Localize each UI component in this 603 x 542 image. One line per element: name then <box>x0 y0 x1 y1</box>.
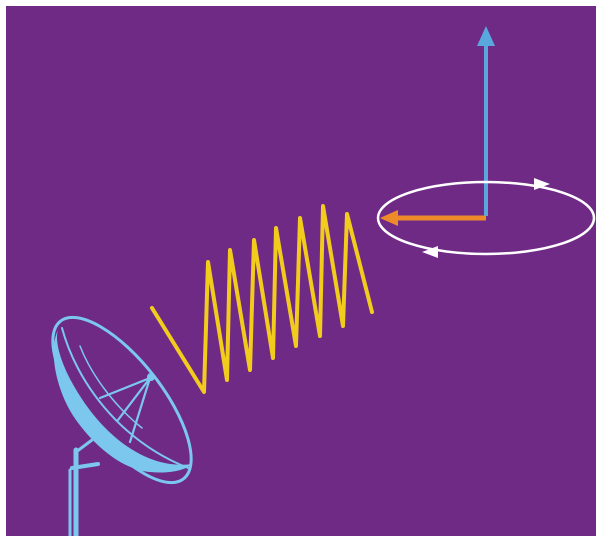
antenna-bracket-arm <box>74 438 94 454</box>
transverse-vector-head <box>380 210 398 226</box>
background-panel <box>6 6 596 540</box>
arrow-left-icon <box>380 210 486 226</box>
feed-strut-3 <box>98 376 152 400</box>
orbit-arrow-top <box>534 178 550 190</box>
antenna-bracket <box>70 462 100 470</box>
longitudinal-vector-head <box>477 26 495 46</box>
arrow-up-icon <box>477 26 495 216</box>
feed-horn <box>147 373 155 381</box>
dish-rib-2 <box>79 345 143 429</box>
feed-strut-1 <box>116 376 152 422</box>
orbit-arrow-bottom <box>422 246 438 258</box>
dish-bowl <box>53 330 193 473</box>
satellite-dish-icon <box>51 315 193 540</box>
precession-orbit-icon <box>376 178 596 258</box>
precession-orbit <box>376 180 596 256</box>
feed-strut-2 <box>128 376 152 444</box>
rf-wave-icon <box>150 204 374 394</box>
dish-rib-1 <box>61 327 189 469</box>
